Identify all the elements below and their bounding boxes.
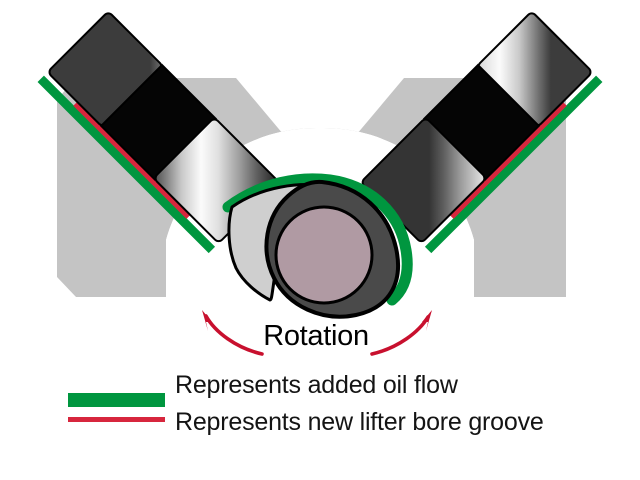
- cam-oil-flow-green: [222, 173, 413, 306]
- rotation-arrowhead-right: [422, 310, 432, 331]
- rotation-label: Rotation: [263, 320, 369, 352]
- left-oil-flow-green: [37, 75, 216, 254]
- right-oil-flow-green: [424, 75, 603, 254]
- legend-label-bore-groove: Represents new lifter bore groove: [175, 408, 544, 436]
- legend-item-bore-groove: Represents new lifter bore groove: [68, 408, 544, 436]
- legend-swatch-green: [68, 393, 165, 407]
- rotation-arrowhead-left: [202, 310, 212, 331]
- legend-swatch-red: [68, 417, 165, 422]
- cam-lobe: [227, 179, 400, 319]
- rotation-arrow-left: [202, 310, 264, 356]
- legend-label-oil-flow: Represents added oil flow: [175, 371, 459, 399]
- legend: Represents added oil flow Represents new…: [68, 371, 544, 436]
- right-bore-groove-red: [449, 101, 567, 219]
- rotation-arrow-right: [370, 310, 432, 356]
- cam-journal: [274, 205, 374, 305]
- legend-item-oil-flow: Represents added oil flow: [68, 371, 459, 407]
- left-bore-groove-red: [73, 101, 191, 219]
